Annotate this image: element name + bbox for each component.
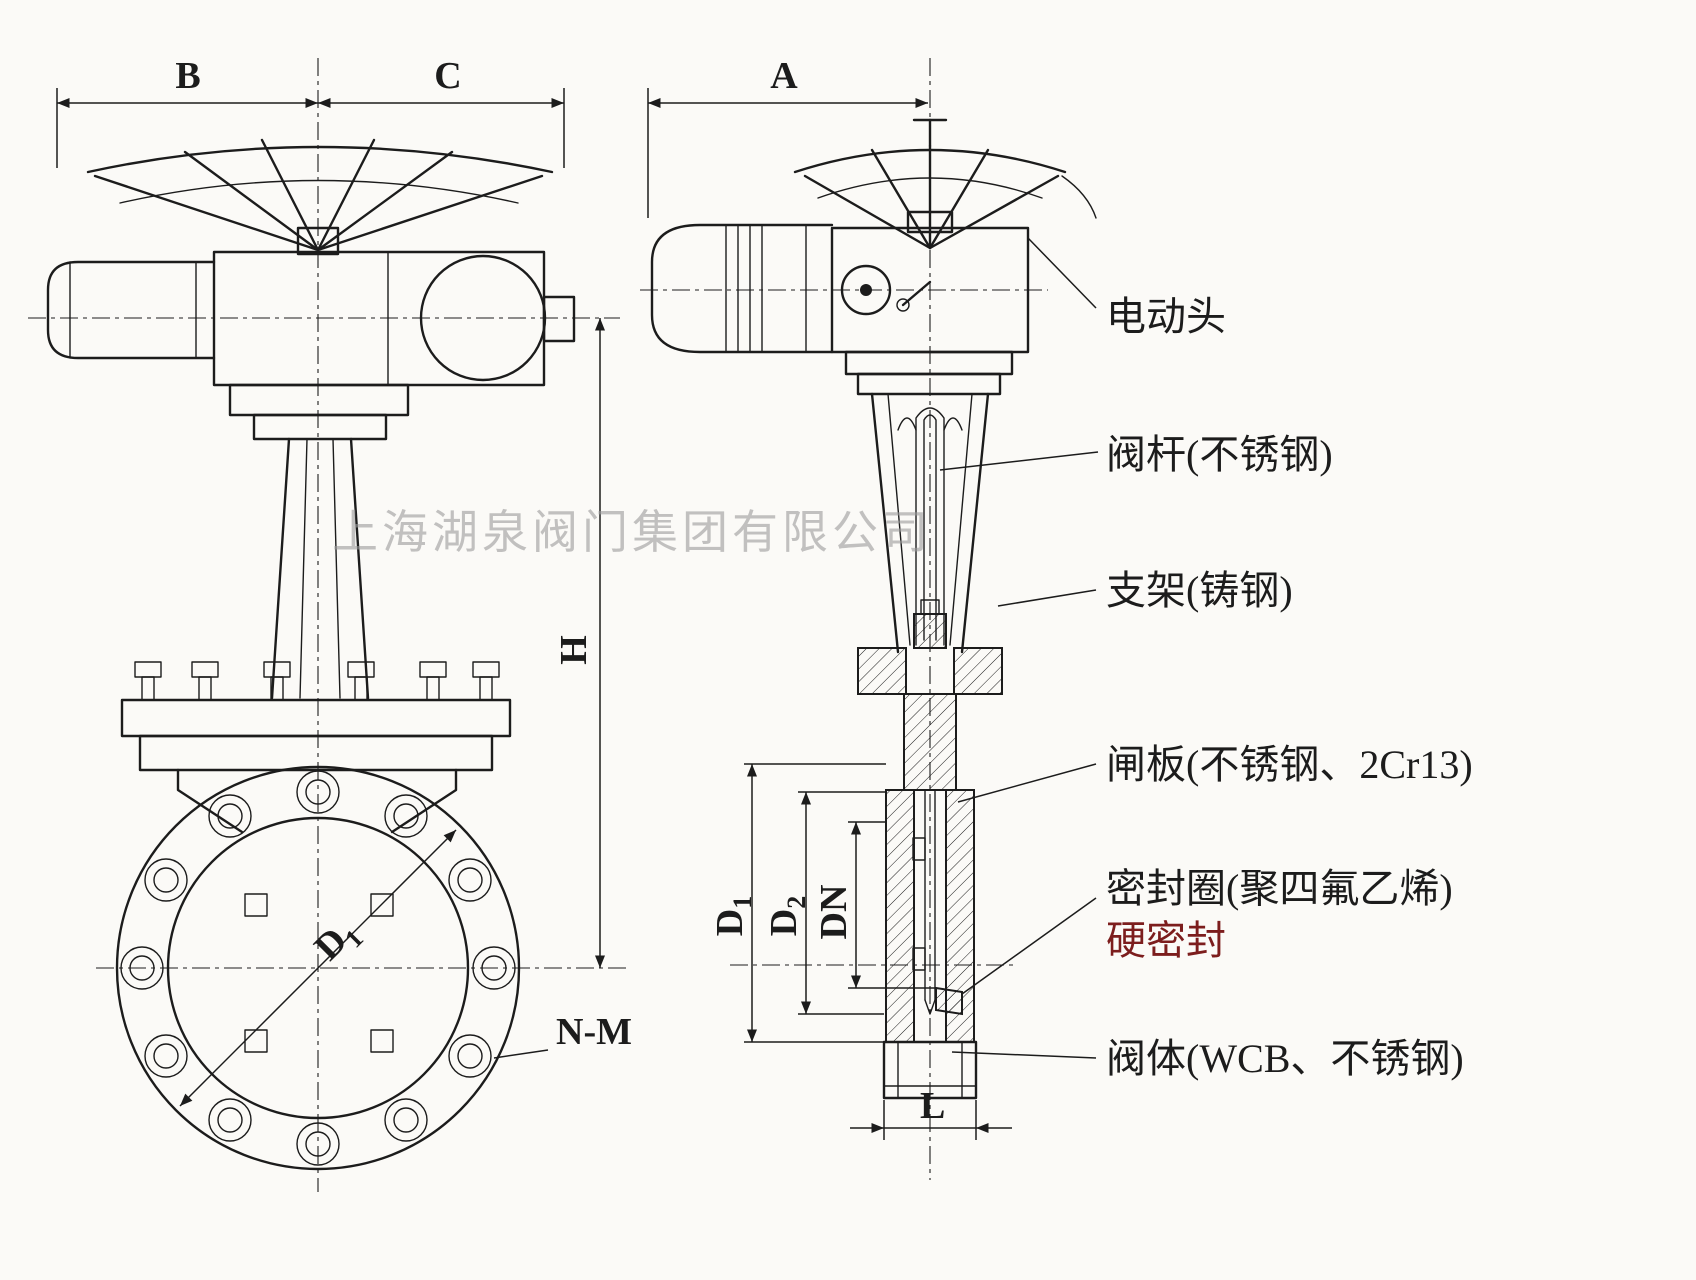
dim-d2-side-label: D2 xyxy=(763,896,811,936)
dim-h-label: H xyxy=(553,635,595,665)
stem-side xyxy=(915,407,945,646)
dim-b-label: B xyxy=(175,55,200,97)
flange-bolts-top xyxy=(134,661,500,701)
gate-guide-lugs xyxy=(244,893,394,1053)
company-watermark: 上海湖泉阀门集团有限公司 xyxy=(332,506,932,558)
leader-body xyxy=(951,1051,1097,1059)
indicator-dial-icon xyxy=(840,264,892,316)
dim-a: A xyxy=(647,55,928,218)
bottom-flange-side xyxy=(882,1040,978,1100)
yoke-side xyxy=(870,392,990,654)
packing-gland-side xyxy=(903,693,957,791)
bonnet-flange-front xyxy=(120,661,512,834)
dim-d1-side: D1 xyxy=(709,763,886,1043)
label-actuator: 电动头 xyxy=(1106,294,1226,339)
leader-gate xyxy=(957,763,1097,803)
dim-nm-label: N-M xyxy=(556,1011,632,1053)
label-stem: 阀杆(不锈钢) xyxy=(1106,432,1333,477)
dim-a-label: A xyxy=(770,55,798,97)
dim-d2-side: D2 xyxy=(763,791,886,1015)
bracket-base-side xyxy=(857,647,1003,695)
stem-nut-side xyxy=(913,613,947,649)
handwheel-side-icon xyxy=(793,118,1097,250)
label-seal-line1: 密封圈(聚四氟乙烯) xyxy=(1106,866,1453,911)
leader-seal xyxy=(961,897,1097,995)
part-callouts: 电动头 阀杆(不锈钢) 支架(铸钢) 闸板(不锈钢、2Cr13) 密封圈(聚四氟… xyxy=(939,237,1473,1081)
label-bracket: 支架(铸钢) xyxy=(1106,568,1293,613)
dim-d1-side-label: D1 xyxy=(709,896,757,936)
leader-stem xyxy=(939,451,1099,471)
label-n-m: N-M xyxy=(493,1011,632,1059)
side-view: A xyxy=(640,55,1097,1180)
leader-actuator xyxy=(1027,237,1097,309)
gate-side xyxy=(912,789,936,1015)
dim-h: H xyxy=(553,318,605,968)
dim-c-label: C xyxy=(434,55,461,97)
flange-bolt-holes xyxy=(120,770,516,1166)
label-seal-line2: 硬密封 xyxy=(1106,918,1226,963)
body-flange-front xyxy=(115,765,521,1171)
yoke-front xyxy=(270,437,370,700)
leader-bracket xyxy=(997,589,1097,607)
front-view: D1 B C H N-M xyxy=(28,55,632,1192)
dim-b-c: B C xyxy=(56,55,565,168)
dim-dn-side: DN xyxy=(813,821,936,989)
label-body: 阀体(WCB、不锈钢) xyxy=(1106,1036,1464,1081)
label-gate: 闸板(不锈钢、2Cr13) xyxy=(1106,742,1473,787)
dim-l-label: L xyxy=(920,1085,945,1127)
valve-body-side xyxy=(882,789,978,1100)
actuator-side xyxy=(650,223,1030,396)
dim-dn-label: DN xyxy=(813,885,855,940)
center-lines-side xyxy=(640,58,1048,1180)
dim-l: L xyxy=(850,1085,1012,1140)
seat-seal-side xyxy=(935,986,963,1016)
bonnet-front xyxy=(228,383,410,441)
actuator-front xyxy=(46,250,576,387)
dim-d1-front-label: D1 xyxy=(306,910,369,973)
handwheel-front-icon xyxy=(86,138,554,256)
